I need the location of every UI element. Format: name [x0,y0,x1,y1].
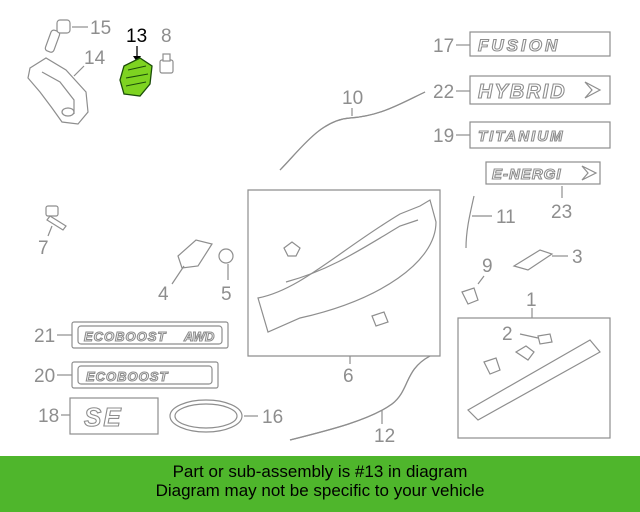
titanium-emblem-text: TITANIUM [478,128,565,145]
part-20-ecoboost-emblem: 20 ECOBOOST [34,361,219,389]
callout-23: 23 [551,202,572,223]
part-13-camera: 13 [119,26,153,97]
callout-10: 10 [342,88,363,109]
ecoboost-text: ECOBOOST [86,369,168,384]
callout-6: 6 [343,366,354,387]
part-3-bracket: 3 [512,247,583,271]
callout-1: 1 [526,290,537,311]
callout-21: 21 [34,326,55,347]
part-7-bolt: 7 [38,205,67,259]
energi-emblem-text: E-NERGI [492,166,562,183]
part-5-clip: 5 [218,248,234,305]
part-10-strip: 10 [279,88,426,171]
ecoboost-awd-text: ECOBOOST [84,329,166,344]
callout-17: 17 [433,36,454,57]
part-16-oval: 16 [169,399,283,433]
part-1-box: 1 2 [457,290,611,439]
part-8-clip: 8 [159,26,174,74]
callout-18: 18 [38,406,59,427]
callout-3: 3 [572,247,583,268]
parts-diagram: 15 14 13 8 10 17 FUSION 22 [27,18,611,447]
part-14-bracket: 14 [27,48,106,125]
part-6-garnish-box: 6 [247,189,441,387]
part-4-bracket: 4 [158,239,213,305]
callout-5: 5 [221,284,232,305]
callout-15: 15 [90,18,111,39]
callout-2: 2 [502,324,513,345]
callout-8: 8 [161,26,172,47]
part-18-se-emblem: 18 SE [38,397,159,435]
callout-20: 20 [34,366,55,387]
part-15-bolt: 15 [44,18,111,53]
part-17-fusion-emblem: 17 FUSION [433,31,611,57]
part-11-seal: 11 [465,195,516,249]
banner-line-2: Diagram may not be specific to your vehi… [155,481,485,500]
callout-13: 13 [126,26,147,47]
banner-line-1: Part or sub-assembly is #13 in diagram [172,462,468,481]
part-9-clip: 9 [461,256,493,305]
part-19-titanium-emblem: 19 TITANIUM [433,121,611,149]
part-12-cable: 12 [289,355,431,447]
callout-12: 12 [374,426,395,447]
callout-9: 9 [482,256,493,277]
callout-14: 14 [84,48,106,69]
callout-22: 22 [433,82,454,103]
awd-text: AWD [183,329,215,344]
part-22-hybrid-emblem: 22 HYBRID [433,75,611,105]
callout-11: 11 [496,207,516,228]
callout-19: 19 [433,126,454,147]
info-banner: Part or sub-assembly is #13 in diagram D… [0,456,640,512]
se-text: SE [84,402,123,432]
callout-16: 16 [262,407,283,428]
fusion-emblem-text: FUSION [478,36,560,55]
callout-4: 4 [158,284,169,305]
part-21-ecoboost-awd-emblem: 21 ECOBOOST AWD [34,321,229,349]
callout-7: 7 [38,238,49,259]
part-23-energi-emblem: E-NERGI 23 [485,161,601,223]
hybrid-emblem-text: HYBRID [478,81,567,103]
